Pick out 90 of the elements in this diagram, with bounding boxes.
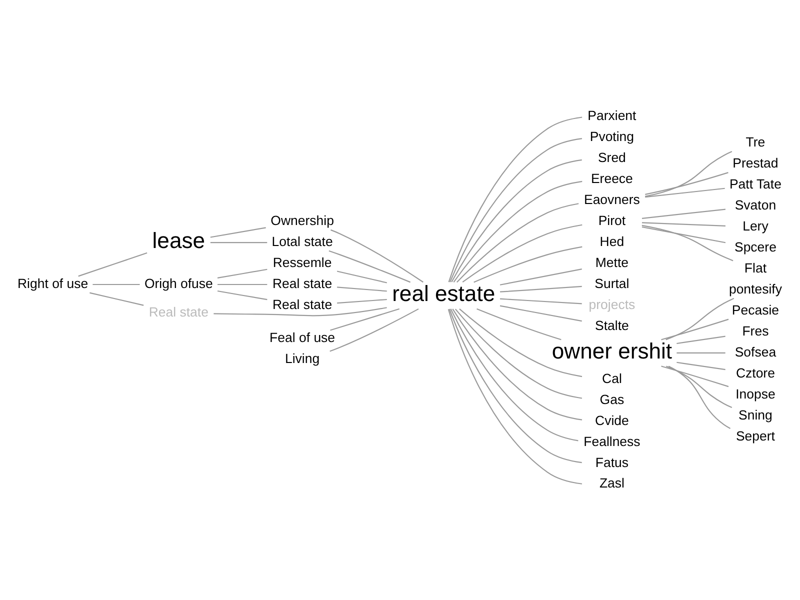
connector	[500, 298, 582, 304]
connector	[642, 226, 726, 243]
connector	[453, 180, 582, 282]
connector	[642, 208, 726, 218]
connector	[210, 226, 266, 238]
connector	[645, 172, 728, 194]
connector	[661, 365, 729, 387]
connector	[645, 187, 725, 198]
node-text: Fres	[742, 322, 769, 338]
node-text: Hed	[600, 233, 624, 248]
connector	[330, 308, 419, 352]
connector	[456, 202, 579, 282]
node-text: projects	[588, 296, 636, 312]
node-text: Surtal	[594, 275, 630, 290]
connector	[214, 306, 387, 316]
connector	[676, 335, 726, 344]
node-text: Real state	[148, 304, 208, 320]
node-text: real estate	[392, 280, 496, 306]
connector	[452, 308, 582, 420]
connector	[500, 268, 582, 285]
node-text: Real state	[272, 275, 332, 290]
node-text: Spcere	[734, 238, 776, 254]
connector	[500, 285, 582, 292]
connector	[330, 308, 400, 330]
node-text: Gas	[600, 391, 624, 406]
node-text: Mette	[595, 254, 629, 270]
connector	[336, 270, 388, 283]
node-text: Right of use	[18, 275, 88, 290]
node-text: Zasl	[599, 475, 624, 490]
node-text: Patt Tate	[729, 176, 782, 192]
node-text: Pecasie	[732, 302, 780, 317]
connector	[476, 308, 562, 340]
connector	[92, 283, 140, 285]
node-text: Stalte	[595, 317, 629, 332]
connector	[454, 308, 582, 398]
node-text: owner ershit	[552, 338, 672, 363]
connector	[500, 304, 582, 322]
connector	[459, 308, 582, 377]
connector	[337, 286, 387, 292]
connector	[451, 158, 582, 282]
node-text: Ownership	[270, 212, 334, 228]
node-text: Pvoting	[590, 128, 634, 144]
node-text: Ereece	[590, 170, 633, 186]
node-text: Cal	[602, 370, 622, 386]
node-text: Lotal state	[272, 233, 333, 248]
node-text: Sepert	[736, 428, 775, 443]
connector	[668, 365, 731, 428]
node-text: Inopse	[736, 386, 776, 401]
node-text: Living	[285, 350, 320, 366]
node-text: Eaovners	[584, 192, 640, 207]
node-text: Cztore	[736, 364, 775, 380]
node-text: Svaton	[734, 197, 776, 212]
connector	[676, 352, 726, 353]
connector	[218, 283, 268, 285]
connector	[642, 224, 734, 261]
connector	[666, 297, 734, 340]
connector	[337, 298, 387, 304]
node-text: Feallness	[584, 433, 640, 448]
connector	[661, 318, 729, 340]
node-text: Ressemle	[272, 254, 332, 270]
node-text: Prestad	[732, 155, 778, 170]
connector	[330, 228, 424, 282]
connector	[645, 150, 732, 196]
connector	[328, 250, 411, 282]
node-text: Real state	[272, 296, 332, 312]
node-text: Parxient	[588, 108, 636, 123]
node-text: Sning	[738, 406, 772, 422]
node-text: Origh ofuse	[144, 275, 213, 290]
connector	[217, 290, 268, 300]
connector	[642, 222, 726, 226]
connector	[666, 365, 732, 408]
node-text: Sred	[598, 150, 626, 165]
node-text: Sofsea	[734, 344, 776, 359]
connector	[676, 361, 726, 370]
connector	[462, 224, 582, 282]
node-text: Fatus	[595, 454, 629, 470]
node-text: Tre	[746, 134, 766, 150]
node-text: pontesify	[728, 280, 782, 296]
node-text: lease	[152, 228, 206, 253]
connector	[90, 292, 144, 306]
node-text: Cvide	[595, 412, 629, 428]
connector	[474, 246, 582, 282]
node-text: Flat	[744, 260, 766, 275]
node-text: Lery	[742, 218, 768, 234]
node-text: Feal of use	[270, 330, 336, 345]
connector	[217, 268, 268, 278]
connector	[210, 242, 268, 243]
connector	[78, 252, 148, 276]
node-text: Pirot	[598, 212, 626, 228]
connector	[450, 308, 578, 441]
